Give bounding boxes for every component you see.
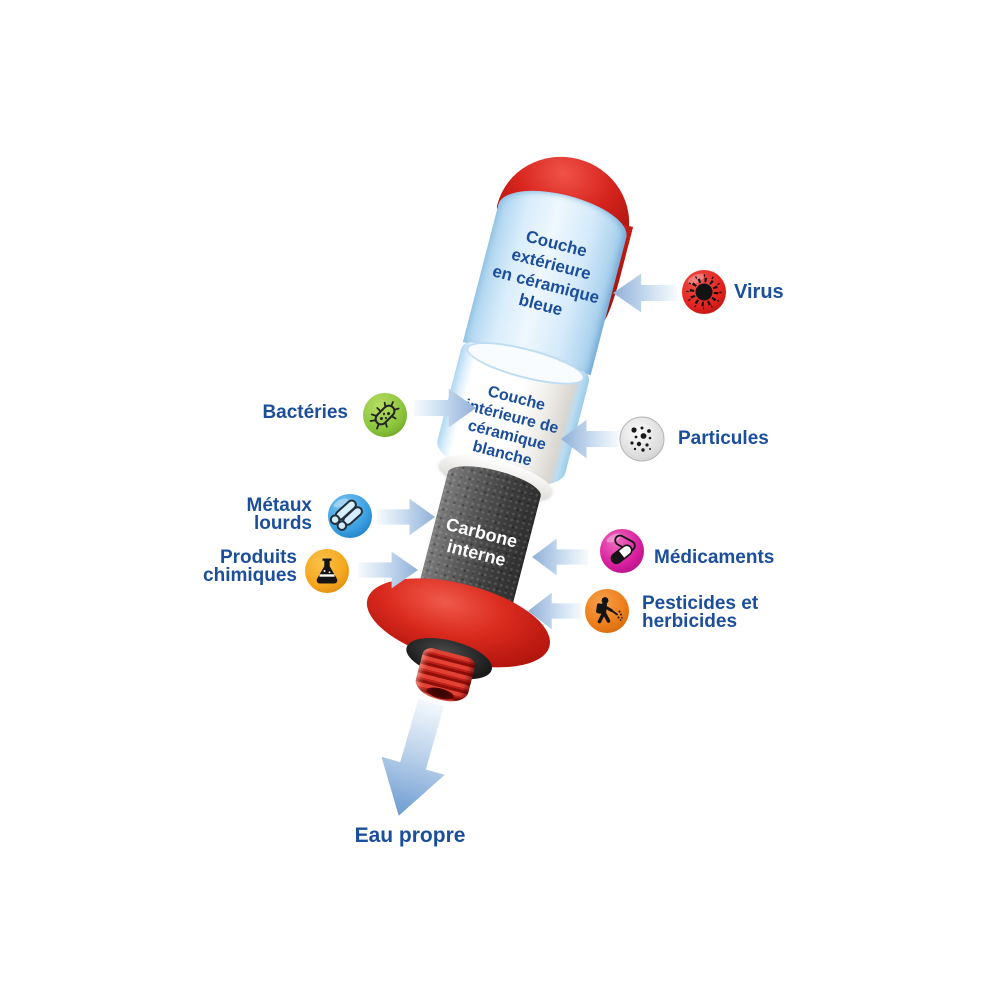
virus-label: Virus: [734, 281, 784, 303]
particles-icon: [619, 416, 665, 462]
bacteria-label: Bactéries: [262, 402, 348, 423]
particles-label: Particules: [678, 428, 769, 449]
virus-icon: [681, 269, 727, 315]
metal-pipes-icon: [327, 493, 373, 539]
sprayer-icon: [584, 588, 630, 634]
pesticides-label: Pesticides et herbicides: [642, 593, 759, 632]
chemicals-label: Produits chimiques: [203, 547, 297, 586]
chemistry-flask-icon: [304, 548, 350, 594]
medications-label: Médicaments: [654, 547, 775, 568]
clean-water-label: Eau propre: [354, 824, 466, 847]
bacteria-icon: [362, 392, 408, 438]
heavy-metals-label: Métaux lourds: [246, 495, 312, 534]
pill-icon: [599, 528, 645, 574]
